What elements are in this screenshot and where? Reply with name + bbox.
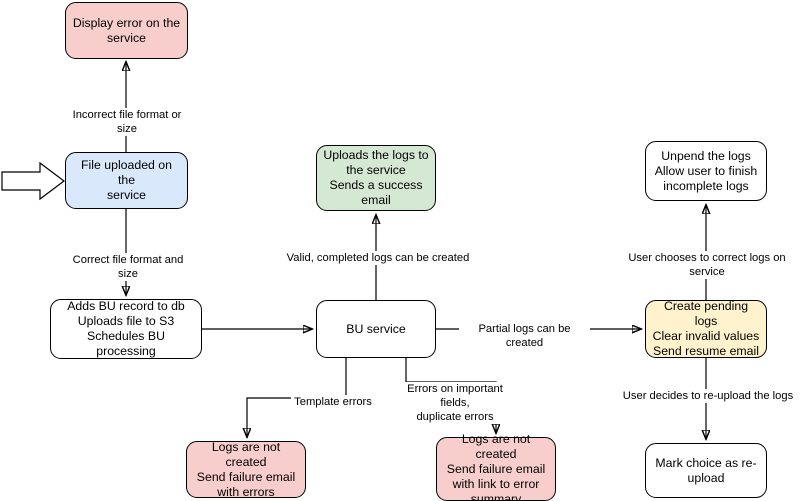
node-unpend-logs-label: Unpend the logs Allow user to finish inc…: [654, 148, 758, 193]
edge-label-valid-completed-logs: Valid, completed logs can be created: [284, 251, 472, 265]
node-mark-choice-label: Mark choice as re- upload: [655, 455, 757, 485]
node-unpend-the-logs[interactable]: Unpend the logs Allow user to finish inc…: [645, 141, 767, 201]
node-file-uploaded-label: File uploaded on the service: [81, 158, 172, 202]
node-create-pending-logs[interactable]: Create pending logs Clear invalid values…: [645, 299, 767, 358]
node-adds-bu-record-label: Adds BU record to db Uploads file to S3 …: [67, 299, 185, 358]
node-file-uploaded-on-the-service[interactable]: File uploaded on the service: [65, 152, 188, 209]
node-create-pending-logs-label: Create pending logs Clear invalid values…: [652, 299, 760, 358]
node-uploads-logs[interactable]: Uploads the logs to the service Sends a …: [316, 145, 436, 211]
node-display-error[interactable]: Display error on the service: [65, 2, 188, 59]
node-bu-service[interactable]: BU service: [316, 300, 436, 358]
node-adds-bu-record[interactable]: Adds BU record to db Uploads file to S3 …: [50, 299, 202, 359]
node-logs-not-created-with-errors[interactable]: Logs are not created Send failure email …: [186, 439, 306, 499]
node-bu-service-label: BU service: [346, 321, 406, 336]
edge-label-errors-on-important-fields: Errors on important fields, du­plicate e…: [391, 382, 519, 424]
edge-label-template-errors: Template errors: [291, 395, 375, 409]
node-mark-choice-as-re-upload[interactable]: Mark choice as re- upload: [645, 443, 767, 498]
edge-label-correct-file-format: Correct file format and size: [60, 253, 196, 281]
node-uploads-logs-label: Uploads the logs to the service Sends a …: [323, 148, 429, 207]
edge-label-user-decides-to-re-upload: User decides to re-upload the logs: [620, 389, 796, 403]
node-logs-not-created-1-label: Logs are not created Send failure email …: [196, 439, 296, 499]
node-logs-not-created-with-link[interactable]: Logs are not created Send failure email …: [436, 432, 556, 501]
node-display-error-label: Display error on the service: [72, 15, 181, 45]
node-logs-not-created-2-label: Logs are not created Send failure email …: [446, 431, 546, 501]
edge-label-incorrect-file-format: Incorrect file format or size: [60, 108, 194, 136]
entry-arrow-icon: [1, 161, 65, 201]
edge-label-partial-logs: Partial logs can be created: [459, 322, 590, 350]
edge-label-user-chooses-to-correct-logs: User chooses to correct logs on service: [609, 251, 801, 279]
